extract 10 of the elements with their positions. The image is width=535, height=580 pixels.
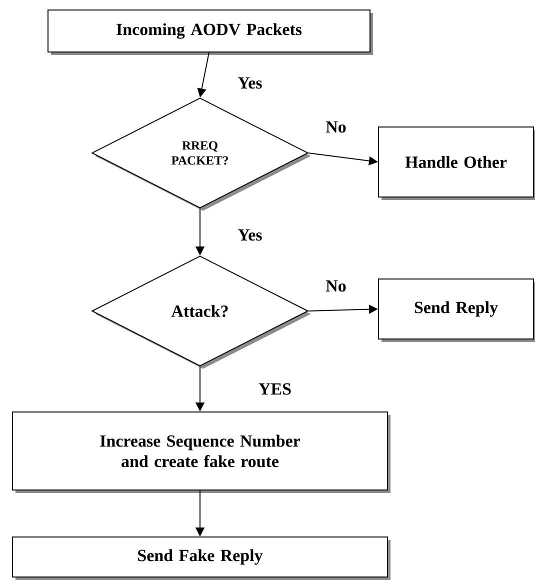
process-box: Send Fake Reply (12, 536, 390, 580)
edge-label: YES (258, 383, 291, 395)
edge-label: Yes (238, 77, 262, 89)
process-box: Increase Sequence Number and create fake route (12, 412, 390, 493)
edge-label: Yes (238, 229, 262, 241)
process-box: Incoming AODV Packets (48, 10, 373, 55)
process-box: Send Reply (378, 278, 535, 342)
edge-label: No (326, 121, 346, 133)
edge-label: No (326, 280, 346, 292)
process-box: Handle Other (378, 126, 535, 200)
